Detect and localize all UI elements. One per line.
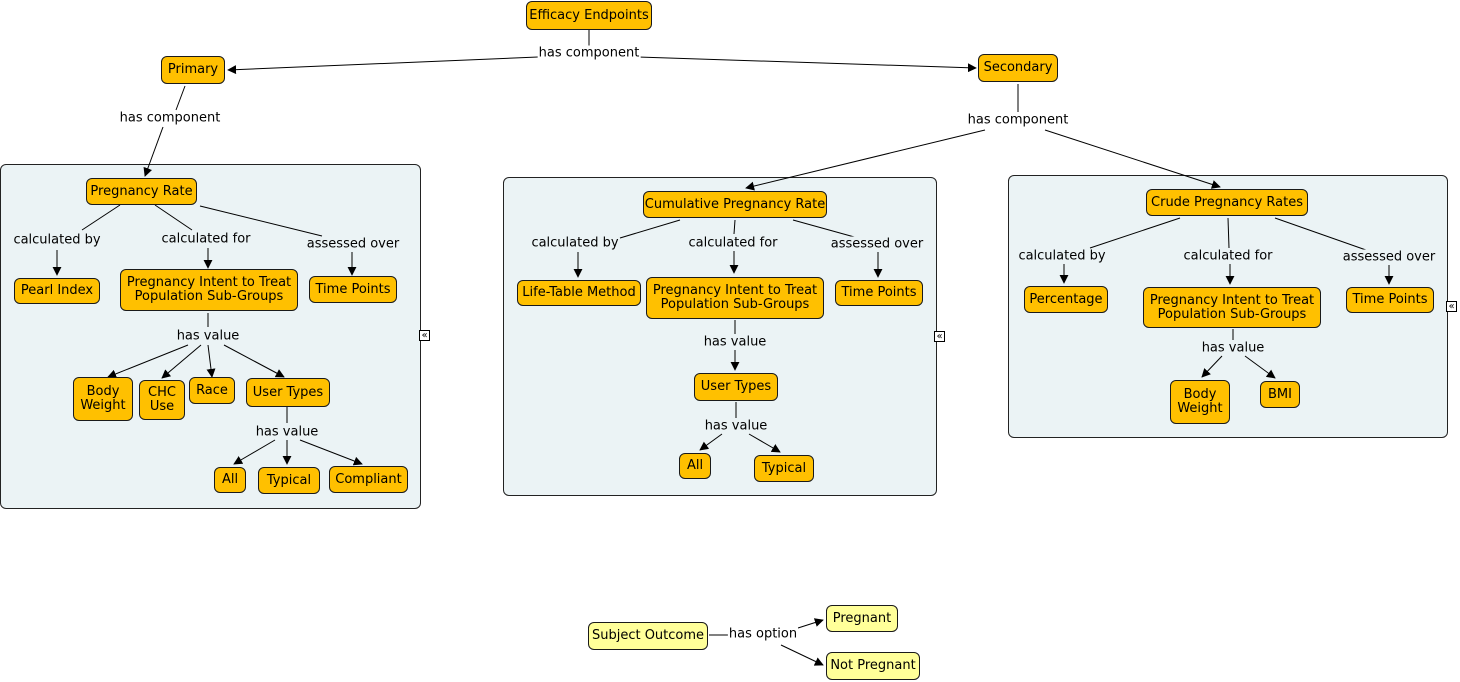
concept-primary[interactable]: Primary [161, 56, 225, 84]
concept-secondary[interactable]: Secondary [978, 54, 1058, 82]
concept-primary-all[interactable]: All [214, 467, 246, 493]
link-crude-has-value: has value [1200, 340, 1266, 356]
link-primary-calculated-by: calculated by [12, 232, 102, 248]
concept-percentage[interactable]: Percentage [1024, 286, 1108, 313]
concept-crude-intent-subgroups[interactable]: Pregnancy Intent to Treat Population Sub… [1143, 287, 1321, 328]
link-secondary-has-component: has component [966, 112, 1070, 128]
link-crude-calculated-for: calculated for [1182, 248, 1274, 264]
concept-efficacy-endpoints[interactable]: Efficacy Endpoints [526, 1, 652, 30]
link-primary-has-value-subgroups: has value [175, 328, 241, 344]
concept-compliant[interactable]: Compliant [329, 466, 408, 493]
concept-primary-intent-subgroups[interactable]: Pregnancy Intent to Treat Population Sub… [120, 269, 298, 311]
concept-primary-typical[interactable]: Typical [258, 467, 320, 494]
concept-primary-body-weight[interactable]: Body Weight [73, 377, 133, 421]
concept-pearl-index[interactable]: Pearl Index [14, 278, 100, 304]
concept-cumulative-user-types[interactable]: User Types [694, 373, 778, 401]
concept-life-table-method[interactable]: Life-Table Method [517, 280, 641, 306]
link-primary-assessed-over: assessed over [305, 236, 401, 252]
concept-primary-time-points[interactable]: Time Points [309, 276, 397, 303]
concept-crude-time-points[interactable]: Time Points [1346, 287, 1434, 313]
concept-pregnant[interactable]: Pregnant [826, 605, 898, 632]
link-cumulative-assessed-over: assessed over [829, 236, 925, 252]
concept-not-pregnant[interactable]: Not Pregnant [826, 652, 920, 680]
concept-pregnancy-rate[interactable]: Pregnancy Rate [86, 178, 197, 205]
concept-chc-use[interactable]: CHC Use [139, 380, 185, 420]
concept-race[interactable]: Race [189, 377, 235, 404]
link-crude-calculated-by: calculated by [1017, 248, 1107, 264]
concept-primary-user-types[interactable]: User Types [246, 378, 330, 407]
collapse-group-primary-icon[interactable]: « [419, 330, 430, 341]
concept-cumulative-time-points[interactable]: Time Points [835, 280, 923, 306]
concept-cumulative-typical[interactable]: Typical [754, 455, 814, 482]
collapse-group-crude-icon[interactable]: « [1446, 301, 1457, 312]
link-cumulative-calculated-by: calculated by [530, 235, 620, 251]
link-top-has-component: has component [537, 45, 641, 61]
concept-subject-outcome[interactable]: Subject Outcome [588, 622, 708, 650]
link-cumulative-calculated-for: calculated for [687, 235, 779, 251]
link-primary-calculated-for: calculated for [160, 231, 252, 247]
concept-crude-body-weight[interactable]: Body Weight [1170, 380, 1230, 424]
concept-crude-pregnancy-rates[interactable]: Crude Pregnancy Rates [1146, 189, 1308, 216]
collapse-group-cumulative-icon[interactable]: « [934, 331, 945, 342]
link-primary-has-value-user-types: has value [254, 424, 320, 440]
concept-cumulative-pregnancy-rate[interactable]: Cumulative Pregnancy Rate [643, 191, 827, 218]
link-cumulative-has-value-user-types: has value [703, 418, 769, 434]
concept-cumulative-intent-subgroups[interactable]: Pregnancy Intent to Treat Population Sub… [646, 277, 824, 319]
concept-cumulative-all[interactable]: All [679, 453, 711, 479]
concept-bmi[interactable]: BMI [1260, 381, 1300, 408]
link-has-option: has option [727, 626, 799, 642]
link-primary-has-component: has component [118, 110, 222, 126]
link-crude-assessed-over: assessed over [1341, 249, 1437, 265]
link-cumulative-has-value-subgroups: has value [702, 334, 768, 350]
